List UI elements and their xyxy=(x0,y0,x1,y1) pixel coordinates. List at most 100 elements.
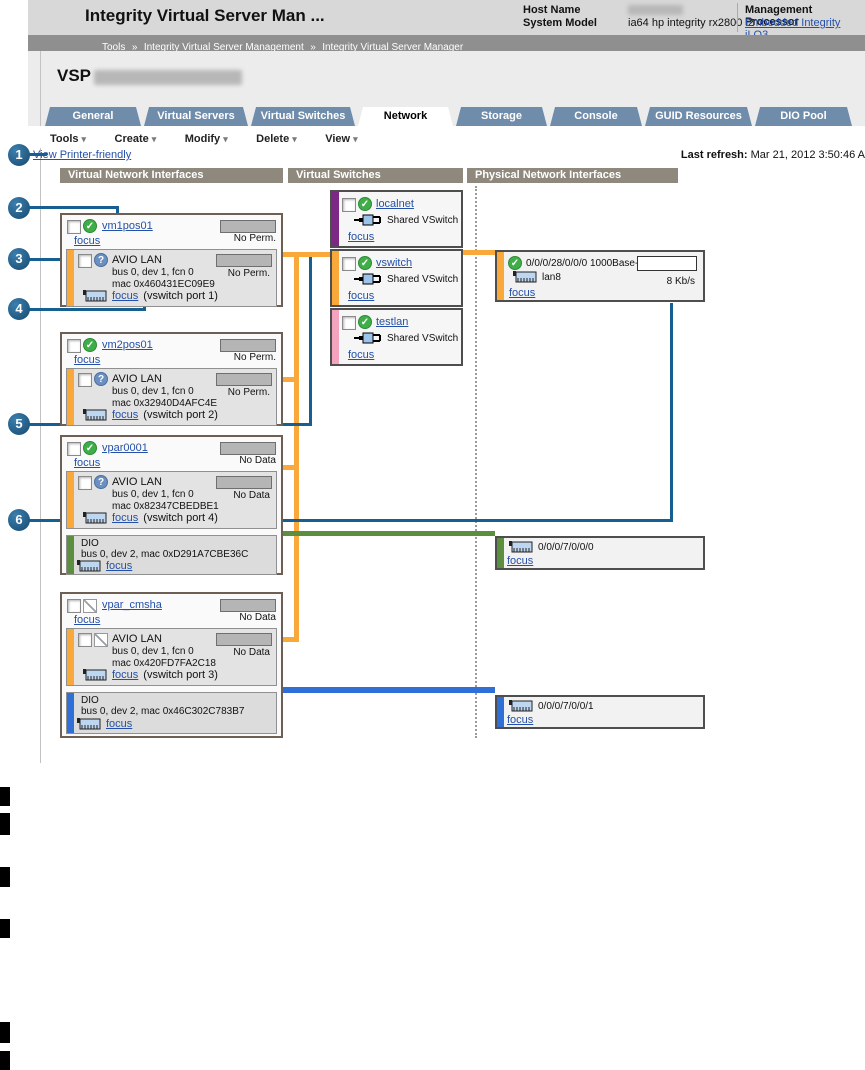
breadcrumb-manager[interactable]: Integrity Virtual Server Manager xyxy=(322,42,464,53)
tab-virtual-switches[interactable]: Virtual Switches xyxy=(251,107,355,126)
checkbox[interactable] xyxy=(67,442,81,456)
host-name-label: Host Name xyxy=(523,4,581,16)
focus-link[interactable]: focus xyxy=(74,354,101,366)
checkbox[interactable] xyxy=(67,339,81,353)
connector-green-dio xyxy=(283,531,495,536)
nic-icon xyxy=(83,512,107,524)
tab-virtual-servers[interactable]: Virtual Servers xyxy=(144,107,248,126)
checkbox[interactable] xyxy=(78,373,92,387)
menu-tools[interactable]: Tools▾ xyxy=(50,133,86,145)
callout-line-3 xyxy=(29,258,71,261)
focus-link[interactable]: focus xyxy=(74,235,101,247)
focus-link[interactable]: focus xyxy=(348,231,375,243)
menu-delete-label: Delete xyxy=(256,133,290,145)
vswitch-color-stripe xyxy=(67,629,74,685)
callout-line-6 xyxy=(670,303,673,521)
focus-link[interactable]: focus xyxy=(74,457,101,469)
nic-mac-label: mac 0x32940D4AFC4E xyxy=(112,398,218,409)
nic-type-label: AVIO LAN xyxy=(112,373,162,385)
status-text: No Data xyxy=(239,612,276,623)
vserver-link[interactable]: vpar0001 xyxy=(102,442,148,454)
connector-blue-dio xyxy=(283,687,495,693)
callout-line-4 xyxy=(29,308,146,311)
column-header-virtual-switches: Virtual Switches xyxy=(288,168,463,183)
nic-bus-label: bus 0, dev 1, fcn 0 xyxy=(112,267,194,278)
status-ok-icon: ✓ xyxy=(358,197,372,211)
nic-bus-label: bus 0, dev 1, fcn 0 xyxy=(112,646,194,657)
dio-detail-label: bus 0, dev 2, mac 0x46C302C783B7 xyxy=(81,706,245,717)
focus-link[interactable]: focus xyxy=(509,287,536,299)
vswitch-port-label: (vswitch port 1) xyxy=(143,290,218,302)
focus-link[interactable]: focus xyxy=(507,555,534,567)
nic-mac-label: mac 0x420FD7FA2C18 xyxy=(112,658,216,669)
checkbox[interactable] xyxy=(342,257,356,271)
last-refresh: Last refresh: Mar 21, 2012 3:50:46 A xyxy=(681,149,865,161)
utilization-meter xyxy=(220,339,276,352)
focus-link[interactable]: focus xyxy=(348,290,375,302)
status-unknown-icon: ? xyxy=(94,253,108,267)
tab-general[interactable]: General xyxy=(45,107,141,126)
menu-create-label: Create xyxy=(114,133,149,145)
pnic-card-0-0-0-7-0-0-1: 0/0/0/7/0/0/1 focus xyxy=(495,695,705,729)
focus-link[interactable]: focus xyxy=(507,714,534,726)
menu-view[interactable]: View▾ xyxy=(325,133,357,145)
vswitch-card-localnet: ✓ localnet Shared VSwitch focus xyxy=(330,190,463,248)
vswitch-port-label: (vswitch port 3) xyxy=(143,669,218,681)
status-text: No Perm. xyxy=(233,352,276,363)
focus-link[interactable]: focus xyxy=(112,512,139,524)
pnic-card-lan8: ✓ 0/0/0/28/0/0/0 1000Base-T LAN lan8 8 K… xyxy=(495,250,705,302)
vserver-link[interactable]: vm2pos01 xyxy=(102,339,153,351)
app-header: Integrity Virtual Server Man ... Host Na… xyxy=(28,0,865,41)
status-ok-icon: ✓ xyxy=(358,256,372,270)
printer-friendly-link[interactable]: View Printer-friendly xyxy=(33,149,132,161)
vswitch-port-label: (vswitch port 2) xyxy=(143,409,218,421)
menu-create[interactable]: Create▾ xyxy=(115,133,157,145)
callout-2: 2 xyxy=(8,197,30,219)
vswitch-link[interactable]: testlan xyxy=(376,316,409,328)
vni-card-vm1pos01: ✓ vm1pos01 No Perm. focus ? AVIO LAN No … xyxy=(60,213,283,307)
status-unknown-icon: ? xyxy=(94,372,108,386)
vswitch-link[interactable]: vswitch xyxy=(376,257,413,269)
focus-link[interactable]: focus xyxy=(112,669,139,681)
checkbox[interactable] xyxy=(78,254,92,268)
nic-icon xyxy=(77,560,101,572)
checkbox[interactable] xyxy=(78,476,92,490)
menu-delete[interactable]: Delete▾ xyxy=(256,133,297,145)
breadcrumb-tools[interactable]: Tools xyxy=(102,42,126,53)
tab-dio-pool[interactable]: DIO Pool xyxy=(755,107,852,126)
vswitch-type-label: Shared VSwitch xyxy=(387,214,459,226)
vswitch-link[interactable]: localnet xyxy=(376,198,414,210)
pnic-rate-label: 8 Kb/s xyxy=(666,276,695,287)
tab-storage[interactable]: Storage xyxy=(456,107,547,126)
system-model-label: System Model xyxy=(523,17,597,29)
status-ok-icon: ✓ xyxy=(83,441,97,455)
breadcrumb-separator: » xyxy=(310,42,316,53)
focus-link[interactable]: focus xyxy=(112,409,139,421)
action-toolbar: Tools▾ Create▾ Modify▾ Delete▾ View▾ xyxy=(28,126,865,148)
tab-network[interactable]: Network xyxy=(358,107,453,126)
focus-link[interactable]: focus xyxy=(348,349,375,361)
nic-type-label: AVIO LAN xyxy=(112,476,162,488)
vserver-link[interactable]: vm1pos01 xyxy=(102,220,153,232)
checkbox[interactable] xyxy=(67,220,81,234)
header-divider xyxy=(737,3,738,32)
focus-link[interactable]: focus xyxy=(112,290,139,302)
checkbox[interactable] xyxy=(342,198,356,212)
tab-console[interactable]: Console xyxy=(550,107,642,126)
checkbox[interactable] xyxy=(67,599,81,613)
tab-guid-resources[interactable]: GUID Resources xyxy=(645,107,752,126)
last-refresh-label: Last refresh: xyxy=(680,149,748,161)
connector-orange-vpar0001 xyxy=(283,465,294,470)
breadcrumb-ivsm[interactable]: Integrity Virtual Server Management xyxy=(143,42,304,53)
focus-link[interactable]: focus xyxy=(74,614,101,626)
connector-orange-vswitch-pnic xyxy=(462,250,495,255)
focus-link[interactable]: focus xyxy=(106,718,133,730)
chevron-down-icon: ▾ xyxy=(292,134,297,144)
checkbox[interactable] xyxy=(78,633,92,647)
status-ok-icon: ✓ xyxy=(508,256,522,270)
vserver-link[interactable]: vpar_cmsha xyxy=(102,599,162,611)
focus-link[interactable]: focus xyxy=(106,560,133,572)
menu-modify[interactable]: Modify▾ xyxy=(185,133,228,145)
vswitch-color-stripe xyxy=(67,472,74,528)
checkbox[interactable] xyxy=(342,316,356,330)
